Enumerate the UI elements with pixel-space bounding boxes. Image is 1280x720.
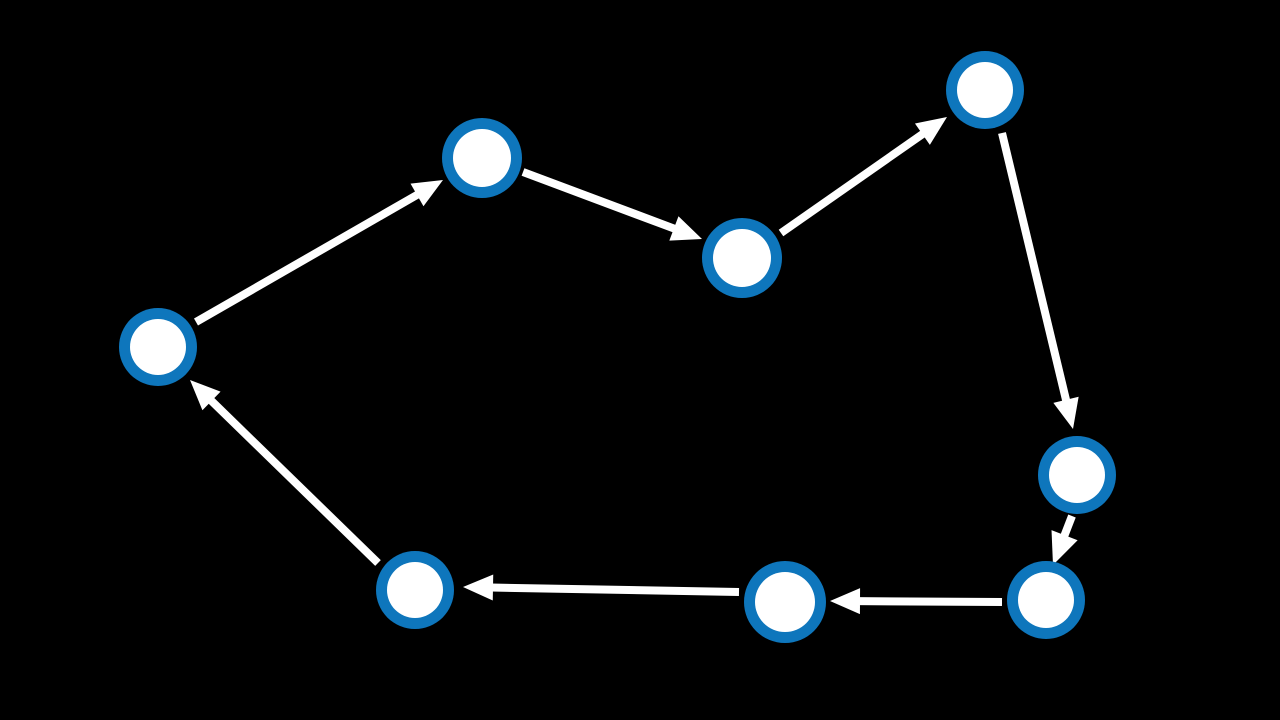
- arrowhead-icon-n2-to-n3: [914, 117, 947, 145]
- graph-node-n0[interactable]: [119, 308, 197, 386]
- graph-node-n1[interactable]: [442, 118, 522, 198]
- graph-edge-n1-to-n2: [521, 168, 678, 233]
- graph-edge-n3-to-n4: [998, 132, 1071, 403]
- graph-edge-n2-to-n3: [778, 129, 927, 237]
- arrowhead-icon-n0-to-n1: [410, 180, 443, 207]
- edges-layer: [190, 117, 1079, 615]
- node-core-n5: [1018, 572, 1074, 628]
- graph-node-n4[interactable]: [1038, 436, 1116, 514]
- arrowhead-icon-n6-to-n7: [463, 574, 494, 601]
- graph-edge-n6-to-n7: [490, 583, 740, 596]
- arrowhead-icon-n5-to-n6: [830, 588, 861, 615]
- arrowhead-icon-n3-to-n4: [1053, 396, 1079, 429]
- node-core-n0: [130, 319, 186, 375]
- graph-node-n7[interactable]: [376, 551, 454, 629]
- node-core-n7: [387, 562, 443, 618]
- graph-edge-n4-to-n5: [1060, 514, 1076, 539]
- graph-edge-n5-to-n6: [857, 597, 1003, 606]
- node-core-n3: [957, 62, 1013, 118]
- nodes-layer: [119, 51, 1116, 643]
- node-core-n6: [755, 572, 815, 632]
- node-core-n1: [453, 129, 511, 187]
- node-core-n2: [713, 229, 771, 287]
- graph-edge-n7-to-n0: [207, 396, 381, 566]
- graph-node-n6[interactable]: [744, 561, 826, 643]
- graph-node-n5[interactable]: [1007, 561, 1085, 639]
- arrowhead-icon-n7-to-n0: [190, 380, 221, 411]
- graph-edge-n0-to-n1: [194, 190, 421, 326]
- arrowhead-icon-n1-to-n2: [669, 216, 702, 241]
- graph-node-n2[interactable]: [702, 218, 782, 298]
- arrowhead-icon-n4-to-n5: [1051, 530, 1078, 565]
- graph-node-n3[interactable]: [946, 51, 1024, 129]
- node-core-n4: [1049, 447, 1105, 503]
